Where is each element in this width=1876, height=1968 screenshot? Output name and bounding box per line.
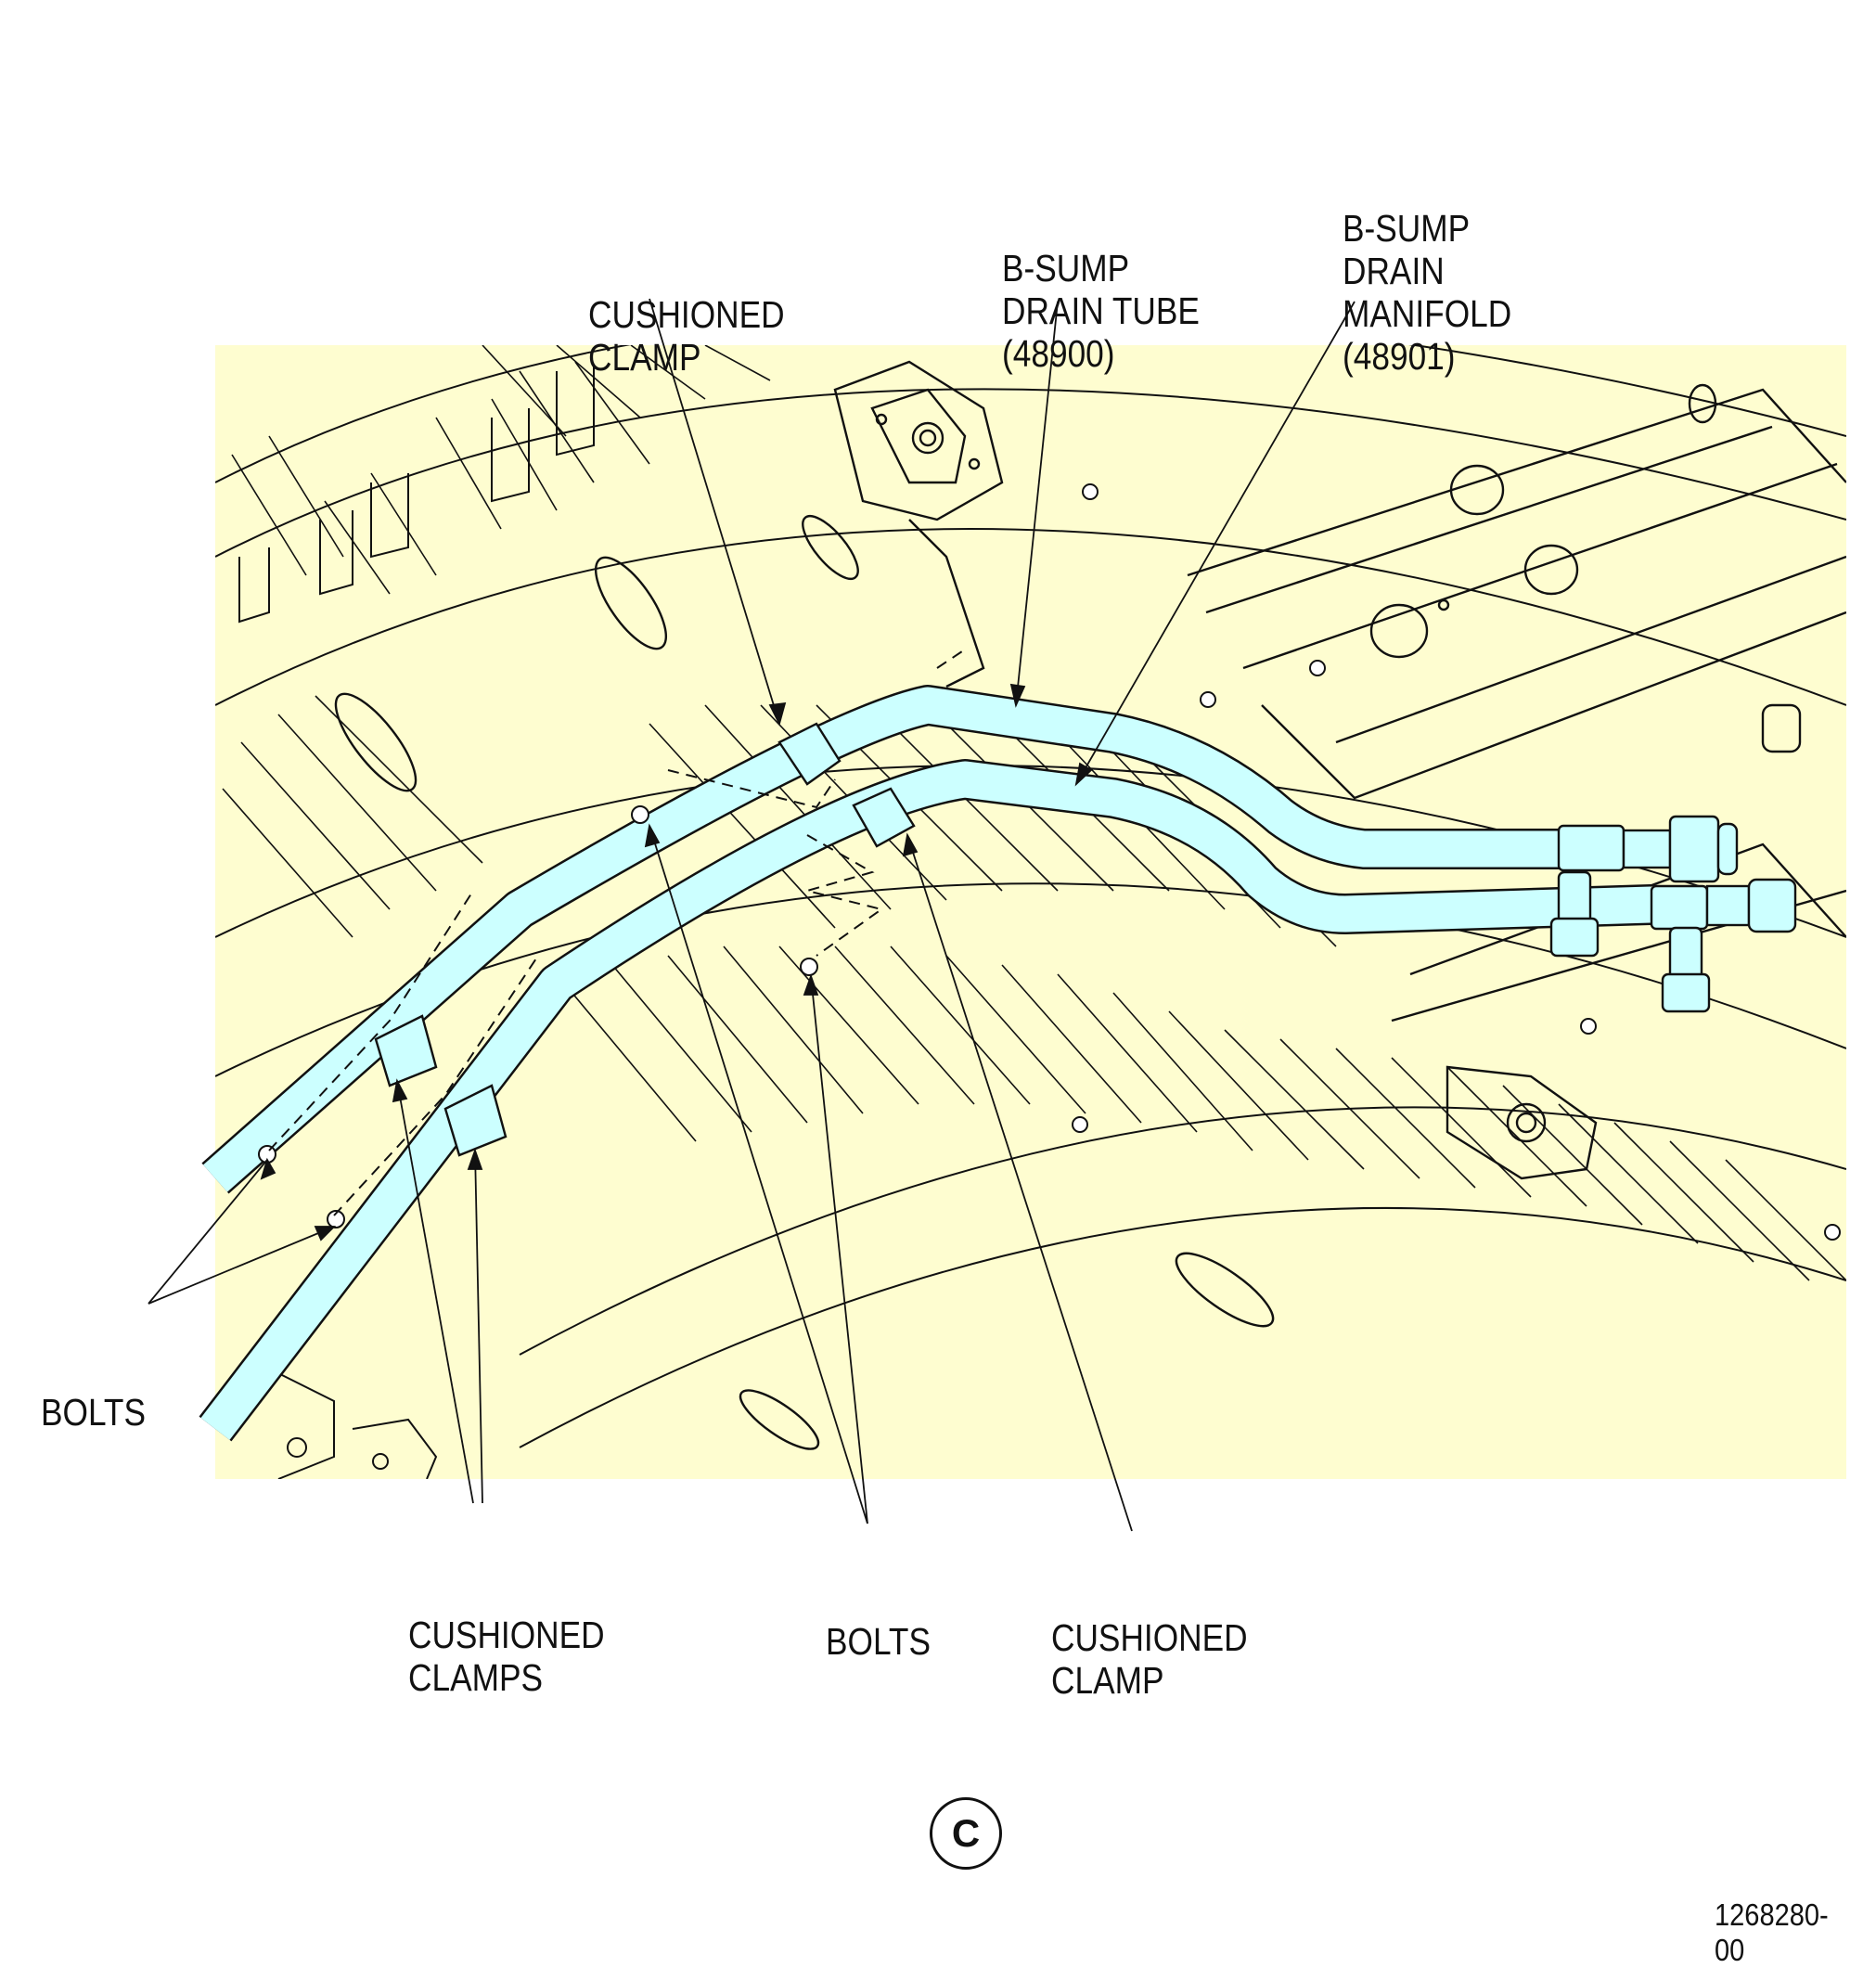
cushioned-clamps	[374, 722, 916, 1157]
label-bolts-left: BOLTS	[41, 1391, 146, 1434]
ribs	[222, 345, 1846, 1281]
upper-bracket	[833, 360, 1004, 688]
slots	[334, 515, 1275, 1450]
figure-number: 1268280-00	[1715, 1897, 1829, 1967]
drain-tubes	[199, 685, 1652, 1442]
bolts	[258, 483, 1841, 1241]
view-letter-callout: C	[930, 1797, 1002, 1870]
tube-fittings	[1549, 815, 1797, 1013]
upper-tabs	[238, 367, 595, 624]
label-bolts-bottom: BOLTS	[826, 1620, 931, 1663]
leader-lines	[148, 298, 1356, 1532]
right-frame	[1187, 383, 1846, 800]
install-dash-lines	[268, 649, 966, 1216]
